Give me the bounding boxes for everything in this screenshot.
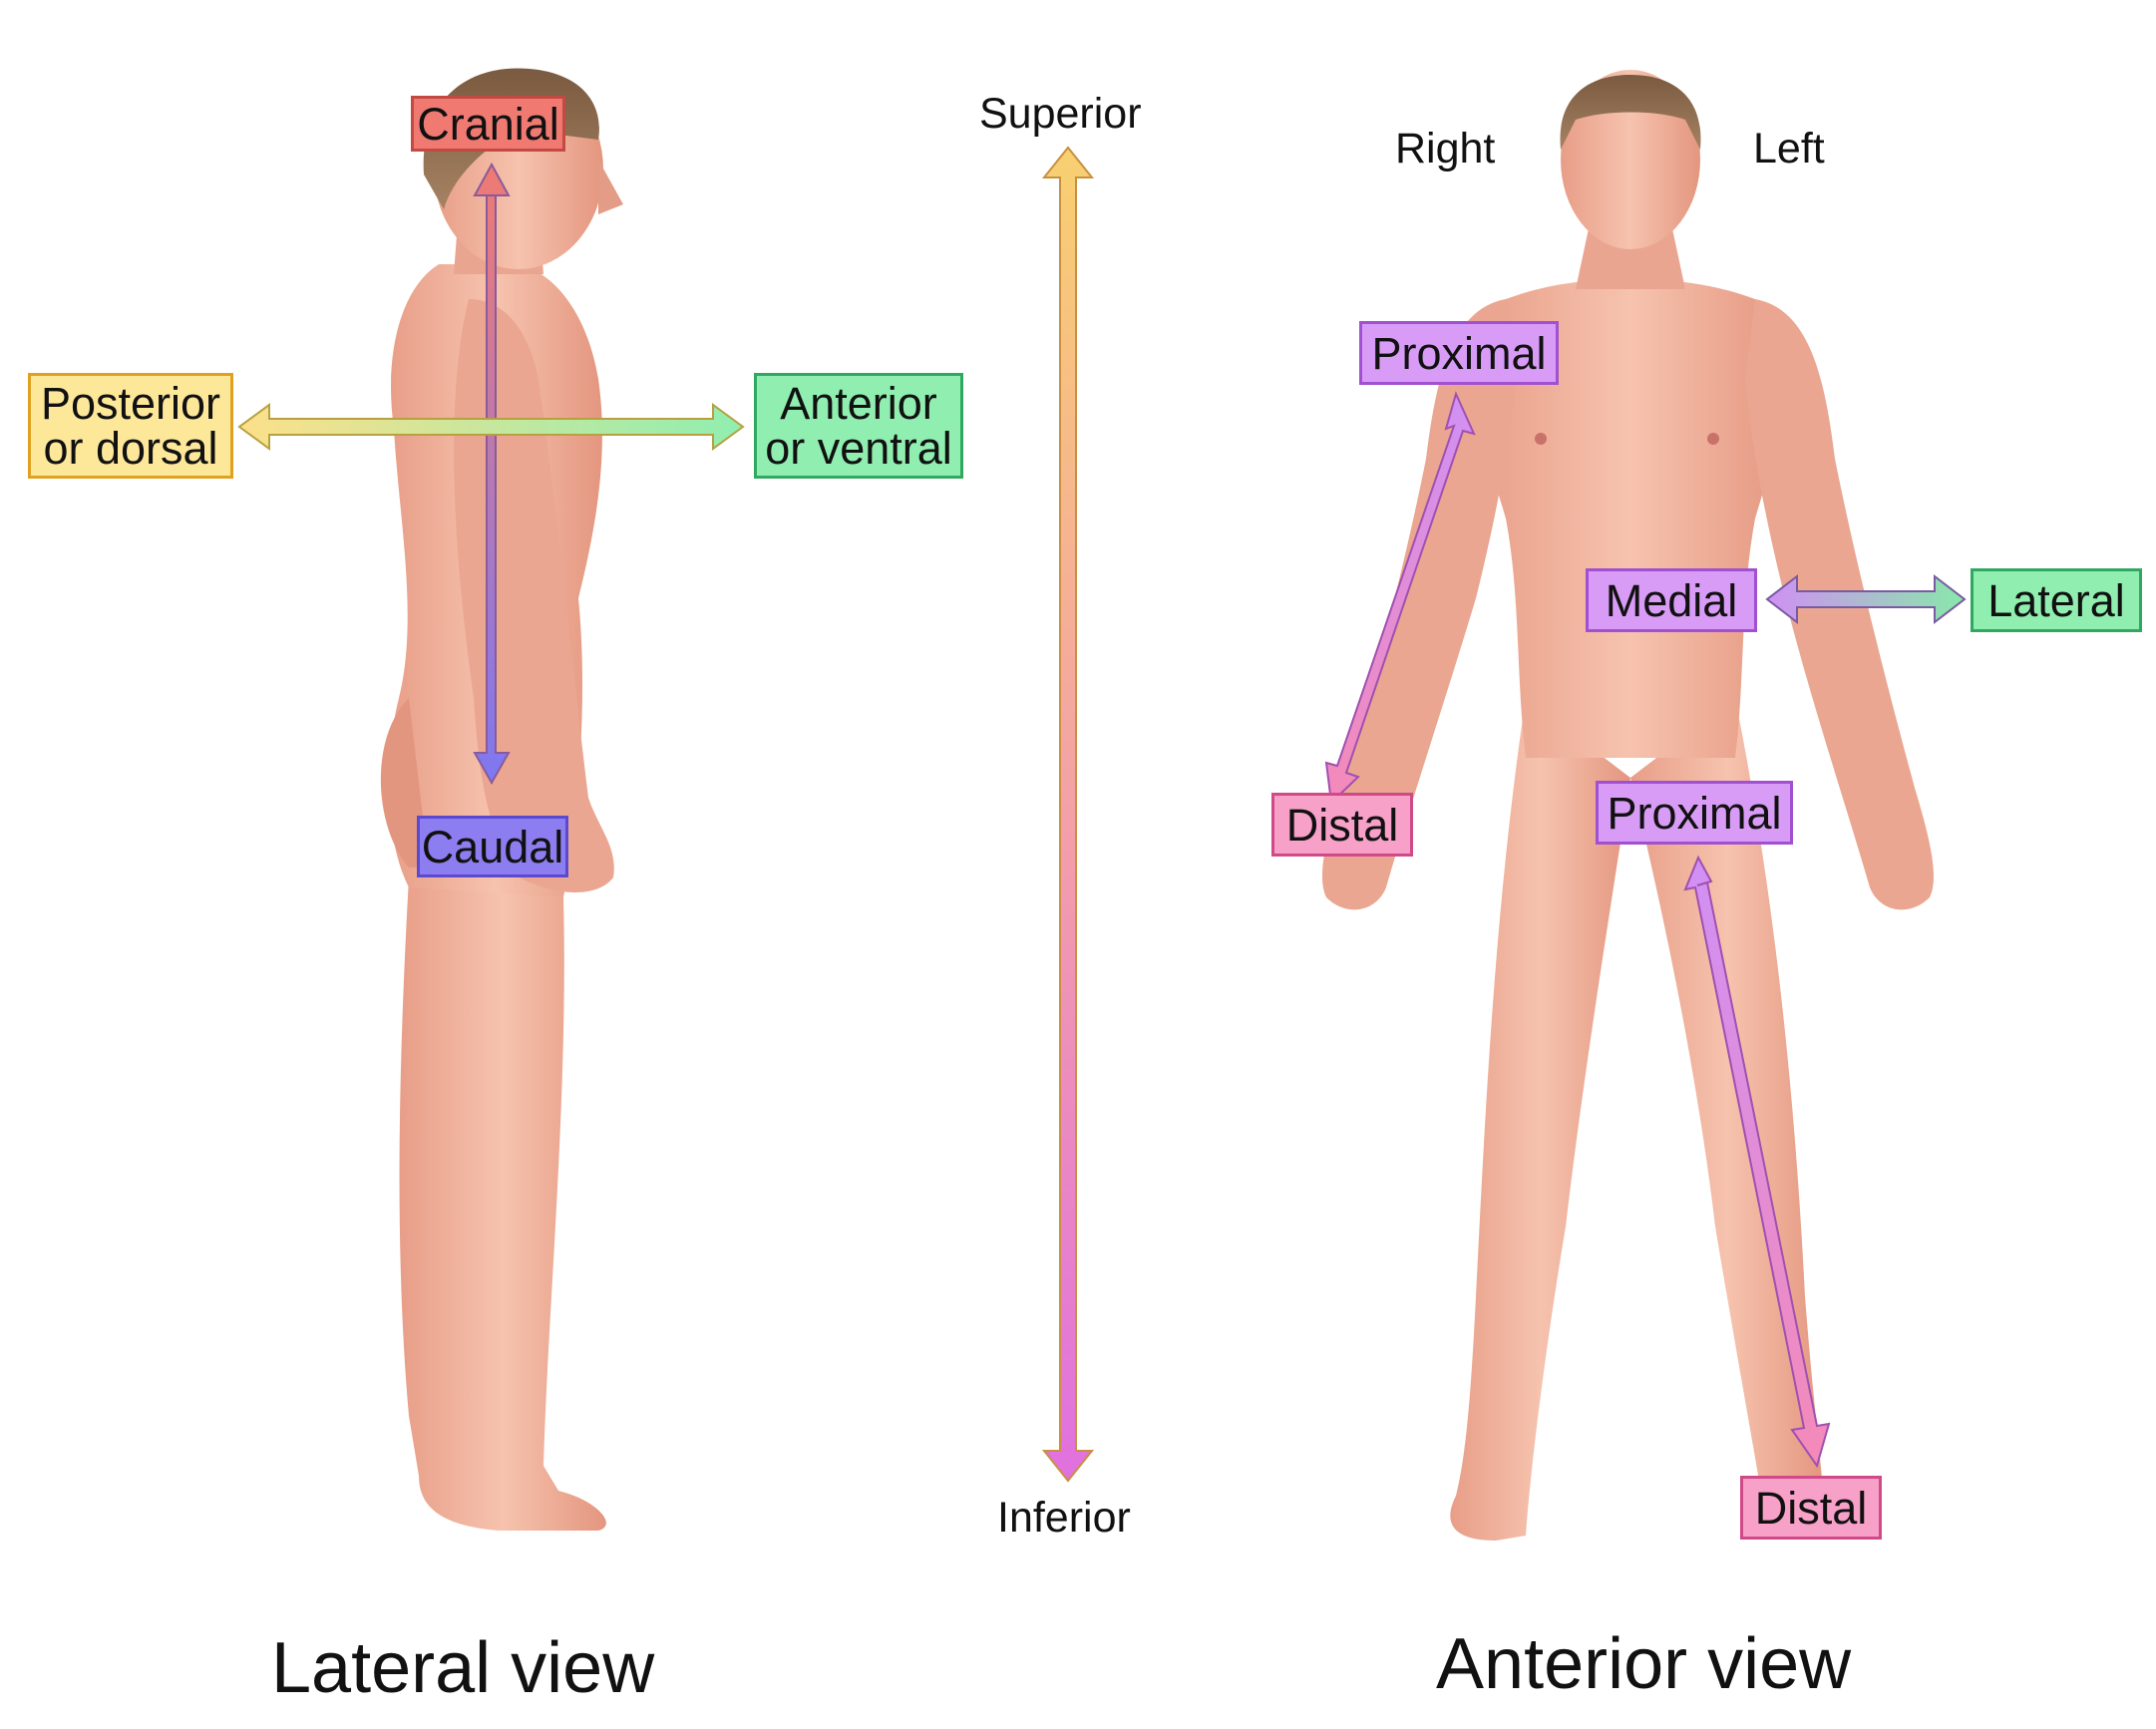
anterior-body-figure [1321,70,1935,1541]
posterior-dorsal-label: Posterior or dorsal [28,373,233,479]
lateral-view-caption: Lateral view [271,1628,655,1708]
lateral-text: Lateral [1987,574,2125,626]
inferior-text: Inferior [997,1494,1131,1542]
arm-proximal-label: Proximal [1359,321,1559,385]
caudal-text: Caudal [421,821,564,872]
lateral-body-figure [380,68,623,1531]
medial-label: Medial [1586,568,1757,632]
arm-proximal-text: Proximal [1371,327,1547,379]
posterior-text-line2: or dorsal [43,423,218,474]
leg-distal-text: Distal [1754,1482,1868,1534]
anterior-view-caption: Anterior view [1436,1624,1852,1704]
left-side-text: Left [1753,125,1825,173]
anterior-ventral-label: Anterior or ventral [754,373,963,479]
caudal-label: Caudal [417,816,568,877]
arm-distal-text: Distal [1285,799,1399,851]
arm-proximal-distal-arrow [1324,391,1476,806]
cranial-label: Cranial [411,96,565,152]
anterior-text-line2: or ventral [765,423,952,474]
posterior-anterior-arrow [237,403,745,451]
cranial-text: Cranial [417,98,559,150]
anterior-text-line1: Anterior [780,378,937,429]
leg-proximal-distal-arrow [1683,855,1831,1469]
superior-inferior-arrow [1041,146,1095,1483]
right-side-text: Right [1395,125,1496,173]
superior-text: Superior [979,90,1142,138]
medial-lateral-arrow [1765,573,1967,625]
leg-proximal-label: Proximal [1596,781,1793,845]
lateral-label: Lateral [1971,568,2142,632]
posterior-text-line1: Posterior [40,378,221,429]
leg-proximal-text: Proximal [1607,787,1782,839]
medial-text: Medial [1605,574,1738,626]
leg-distal-label: Distal [1740,1476,1882,1540]
cranial-caudal-arrow [473,162,511,786]
arm-distal-label: Distal [1271,793,1413,857]
